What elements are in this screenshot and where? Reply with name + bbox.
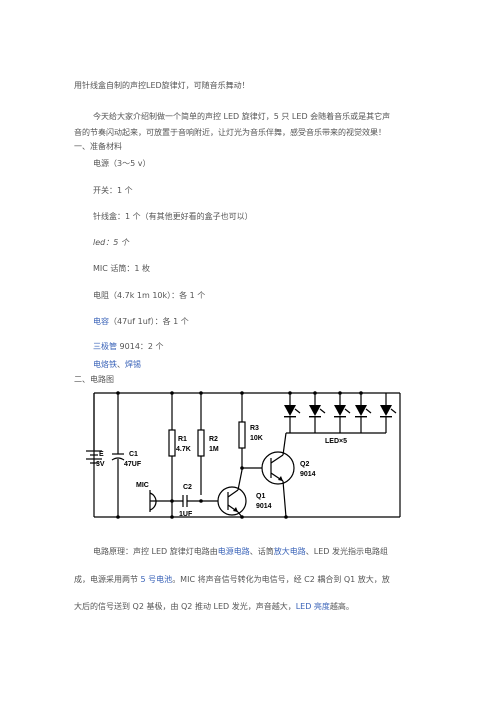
r1-value: 4.7K (176, 446, 191, 453)
r3-value: 10K (250, 435, 263, 442)
material-tools: 电烙铁、焊锡 (93, 359, 141, 370)
q2-value: 9014 (300, 471, 316, 478)
principle-text: 、LED 发光指示电路组 (305, 547, 388, 556)
r2-value: 1M (209, 446, 219, 453)
c2-value: 1UF (179, 511, 193, 518)
material-switch: 开关：1 个 (93, 186, 133, 195)
r3-label: R3 (250, 425, 259, 432)
battery-link[interactable]: 5 号电池 (138, 575, 173, 584)
c1-value: 47UF (124, 461, 142, 468)
solder-link[interactable]: 焊锡 (125, 360, 141, 369)
c2-label: C2 (183, 484, 192, 491)
transistor-link[interactable]: 三极管 (93, 342, 117, 351)
c1-label: C1 (129, 451, 138, 458)
section-heading-materials: 一、准备材料 (74, 142, 122, 151)
material-power: 电源（3～5 v） (93, 159, 151, 168)
material-transistor: 三极管 9014：2 个 (93, 341, 164, 352)
capacitor-spec: （47uf 1uf）：各 1 个 (109, 317, 189, 326)
material-box: 针线盒：1 个（有其他更好看的盒子也可以） (93, 212, 253, 221)
principle-line-1: 电路原理：声控 LED 旋律灯电路由电源电路、话筒放大电路、LED 发光指示电路… (93, 546, 388, 557)
principle-text: 大后的信号送到 Q2 基极，由 Q2 推动 LED 发光，声音越大， (74, 602, 296, 611)
principle-line-2: 成，电源采用两节 5 号电池。MIC 将声音信号转化为电信号，经 C2 耦合到 … (74, 574, 390, 585)
amplifier-circuit-link[interactable]: 放大电路 (273, 547, 306, 556)
q1-label: Q1 (256, 493, 265, 500)
intro-line-1: 今天给大家介绍制做一个简单的声控 LED 旋律灯，5 只 LED 会随着音乐或是… (93, 112, 391, 121)
principle-text: 电路原理：声控 LED 旋律灯电路由 (93, 547, 218, 556)
material-mic: MIC 话筒：1 枚 (93, 264, 151, 273)
led-array-label: LED×5 (325, 438, 347, 445)
led-brightness-link[interactable]: LED 亮度 (295, 602, 330, 611)
material-led: led：5 个 (93, 238, 129, 247)
tools-separator: 、 (117, 360, 125, 369)
r1-label: R1 (178, 436, 187, 443)
q1-value: 9014 (256, 503, 272, 510)
principle-text: 、话筒 (249, 547, 274, 556)
principle-text: 成，电源采用两节 (74, 575, 138, 584)
principle-text: 。MIC 将声音信号转化为电信号，经 C2 耦合到 Q1 放大，放 (172, 575, 390, 584)
material-resistor: 电阻（4.7k 1m 10k）：各 1 个 (93, 291, 206, 300)
transistor-spec: 9014：2 个 (117, 342, 164, 351)
section-heading-circuit: 二、电路图 (74, 375, 114, 384)
principle-line-3: 大后的信号送到 Q2 基极，由 Q2 推动 LED 发光，声音越大，LED 亮度… (74, 601, 354, 612)
intro-line-2: 音的节奏闪动起来，可放置于音响附近，让灯光为音乐伴舞，感受音乐带来的视觉效果！ (74, 128, 386, 137)
capacitor-link[interactable]: 电容 (93, 317, 109, 326)
battery-label: E (99, 451, 104, 458)
r2-label: R2 (209, 436, 218, 443)
soldering-iron-link[interactable]: 电烙铁 (93, 360, 117, 369)
mic-label: MIC (136, 482, 149, 489)
battery-value: 3V (96, 461, 105, 468)
q2-label: Q2 (300, 461, 309, 468)
power-circuit-link[interactable]: 电源电路 (217, 547, 250, 556)
material-capacitor: 电容（47uf 1uf）：各 1 个 (93, 316, 189, 327)
article-title: 用针线盒自制的声控LED旋律灯，可随音乐舞动！ (74, 81, 250, 90)
principle-text: 越高。 (329, 602, 354, 611)
